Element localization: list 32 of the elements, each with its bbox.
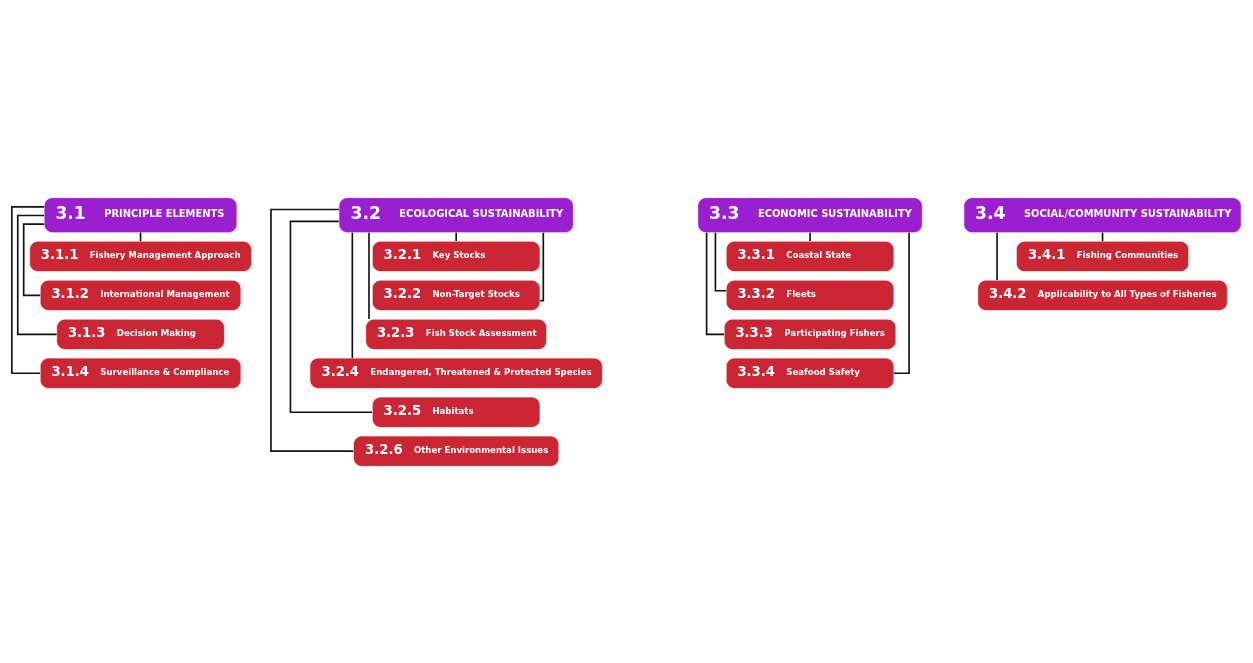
node-box: 3.2.3 Fish Stock Assessment bbox=[365, 318, 547, 350]
node-box: 3.3 ECONOMIC SUSTAINABILITY bbox=[697, 196, 923, 233]
connector bbox=[289, 220, 373, 413]
connector bbox=[368, 231, 370, 320]
node-box: 3.3.2 Fleets bbox=[725, 279, 895, 311]
connector bbox=[539, 231, 545, 301]
node-box: 3.1.3 Decision Making bbox=[56, 318, 225, 350]
node-box: 3.2.5 Habitats bbox=[372, 396, 541, 428]
node-box: 3.4.2 Applicability to All Types of Fisheries bbox=[977, 279, 1228, 311]
connector bbox=[455, 231, 457, 242]
node-box: 3.4 SOCIAL/COMMUNITY SUSTAINABILITY bbox=[963, 196, 1242, 233]
node-box: 3.1 PRINCIPLE ELEMENTS bbox=[43, 196, 238, 233]
node-box: 3.2.1 Key Stocks bbox=[372, 240, 541, 272]
connector bbox=[714, 231, 727, 292]
connector bbox=[270, 208, 355, 452]
node-box: 3.2.6 Other Environmental Issues bbox=[353, 435, 560, 467]
node-box: 3.2.2 Non-Target Stocks bbox=[372, 279, 541, 311]
connector bbox=[16, 214, 58, 335]
node-box: 3.1.2 International Management bbox=[39, 279, 242, 311]
node-box: 3.1.4 Surveillance & Compliance bbox=[39, 357, 242, 389]
connector bbox=[351, 231, 354, 359]
node-box: 3.3.3 Participating Fishers bbox=[723, 318, 897, 350]
node-box: 3.3.1 Coastal State bbox=[725, 240, 895, 272]
connector bbox=[996, 231, 998, 281]
node-box: 3.1.1 Fishery Management Approach bbox=[29, 240, 252, 272]
node-box: 3.2 ECOLOGICAL SUSTAINABILITY bbox=[338, 196, 574, 233]
node-box: 3.2.4 Endangered, Threatened & Protected Species bbox=[309, 357, 603, 389]
connector bbox=[11, 205, 45, 374]
connector bbox=[809, 231, 811, 242]
connector bbox=[22, 222, 45, 296]
node-box: 3.4.1 Fishing Communities bbox=[1016, 240, 1190, 272]
node-box: 3.3.4 Seafood Safety bbox=[725, 357, 895, 389]
